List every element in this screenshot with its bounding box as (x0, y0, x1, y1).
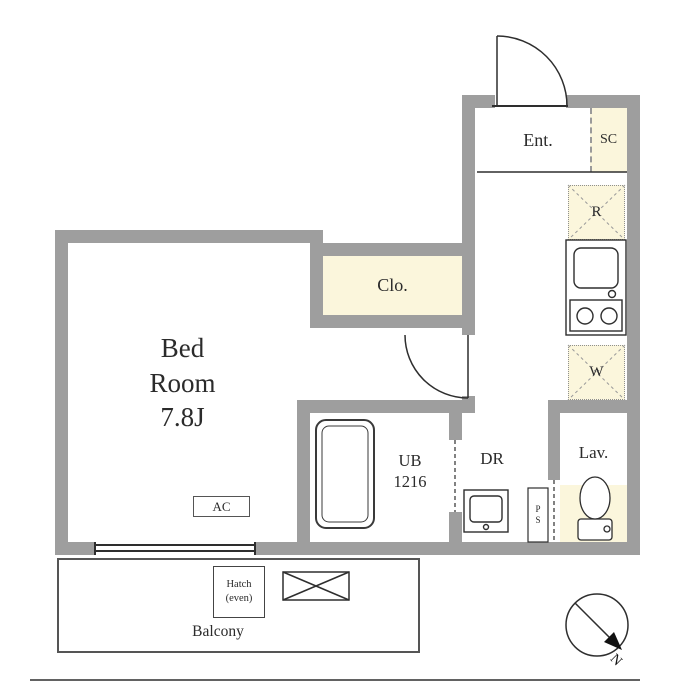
air-conditioner-label-text: AC (212, 498, 231, 514)
washer-diagonals (567, 344, 626, 401)
stove-burner-right (600, 307, 618, 325)
refrigerator-label: R (568, 197, 625, 227)
bedroom-label-line1: Bed (160, 333, 205, 364)
hatch-label-line1: Hatch (226, 579, 252, 591)
refrigerator-diagonals (567, 184, 626, 241)
unit-bath-label: UB 1216 (378, 448, 442, 496)
kitchen-faucet (607, 289, 617, 299)
stove-burner-left (576, 307, 594, 325)
balcony-equipment-x (282, 571, 350, 601)
compass-needle (574, 602, 611, 639)
bedroom-label: Bed Room 7.8J (68, 328, 297, 438)
entrance-label-text: Ent. (523, 129, 553, 150)
wall-bottom-main (255, 542, 640, 555)
kitchen-counter (565, 239, 627, 336)
wall-unitbath-dr-lower (449, 512, 462, 542)
wall-bottom-left-segment (55, 542, 95, 555)
bedroom-window (94, 542, 256, 555)
wall-unitbath-left (297, 400, 310, 555)
shoe-closet-label-text: SC (599, 132, 618, 147)
pipe-space-box (527, 487, 549, 543)
wall-closet-bottom (310, 315, 475, 328)
wall-lavatory-top (548, 400, 640, 413)
hatch-box: Hatch (even) (213, 566, 265, 618)
lavatory-label: Lav. (560, 440, 627, 466)
balcony-label-text: Balcony (192, 623, 244, 640)
pipe-space-label: PS (528, 490, 548, 540)
pipe-space-label-text: PS (533, 504, 543, 526)
shoe-closet-floor (590, 108, 627, 172)
wall-corridor-lower (462, 396, 475, 413)
balcony-label: Balcony (57, 620, 379, 644)
wall-closet-top (310, 243, 475, 256)
balcony-outline (57, 558, 420, 653)
unit-bath-label-line2: 1216 (393, 472, 427, 491)
compass: N (565, 593, 629, 669)
washer-label-text: W (589, 363, 604, 380)
bathtub (315, 419, 375, 529)
wall-top-left-segment (475, 95, 495, 108)
kitchen-sink (573, 247, 619, 289)
bedroom-label-line3: 7.8J (160, 402, 205, 433)
wall-corridor-upper (462, 95, 475, 335)
closet-floor (323, 256, 462, 315)
wall-right-outer (627, 95, 640, 555)
entrance-label: Ent. (488, 124, 588, 156)
dressing-room-label: DR (464, 446, 520, 472)
refrigerator-label-text: R (591, 203, 602, 220)
air-conditioner-box: AC (193, 496, 250, 517)
wall-bedroom-top (55, 230, 323, 243)
bedroom-label-line2: Room (149, 367, 216, 398)
dressing-room-label-text: DR (480, 449, 504, 468)
closet-label-text: Clo. (377, 274, 408, 295)
bedroom-door-swing (404, 334, 469, 399)
wall-unitbath-top (297, 400, 462, 413)
washer-label: W (568, 357, 625, 387)
entrance-door-swing (492, 35, 568, 107)
wall-dr-lavatory (548, 413, 560, 480)
shoe-closet-label: SC (590, 125, 627, 155)
compass-arrowhead (604, 632, 622, 650)
wall-unitbath-dr-upper (449, 413, 462, 440)
closet-label: Clo. (323, 269, 462, 301)
lavatory-label-text: Lav. (578, 443, 609, 462)
wall-left-outer (55, 230, 68, 555)
wall-bedroom-closet-divider (310, 243, 323, 328)
toilet-icon (577, 476, 613, 541)
hatch-label-line2: (even) (225, 593, 253, 604)
unit-bath-label-line1: UB (398, 451, 422, 471)
wall-top-right-segment (566, 95, 640, 108)
washbasin (463, 489, 509, 533)
